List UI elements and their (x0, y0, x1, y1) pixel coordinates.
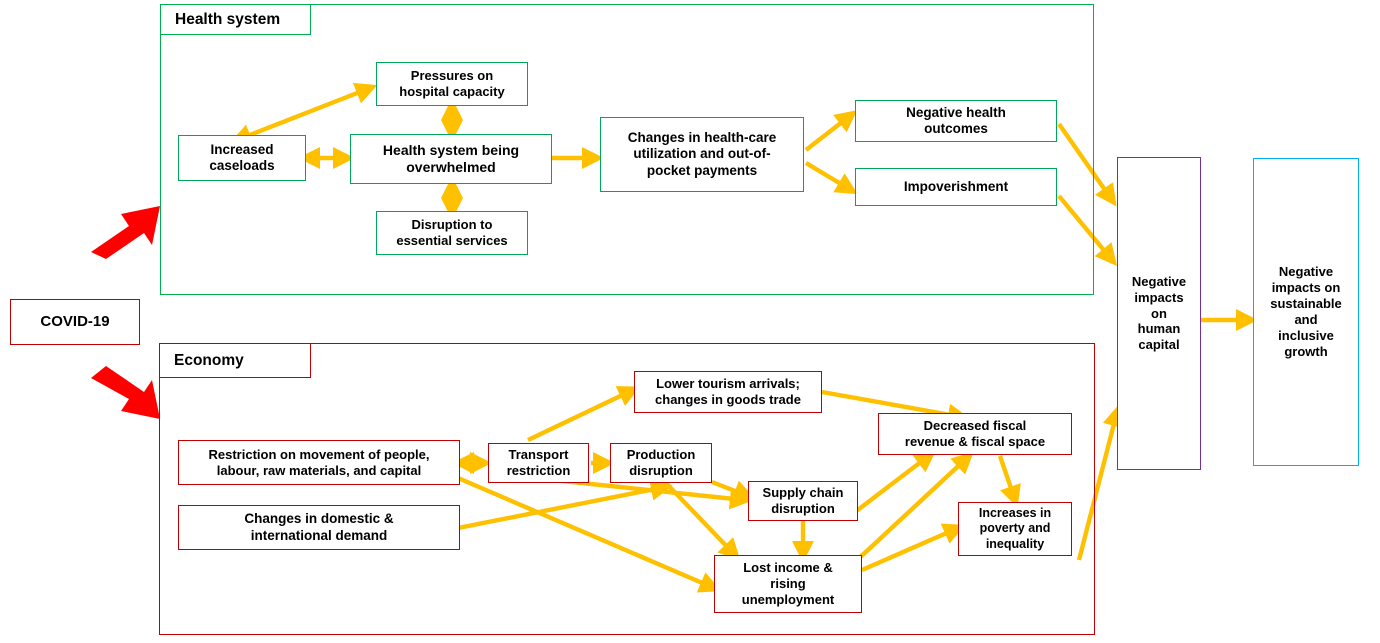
health-system-title: Health system (175, 10, 281, 28)
node-label: Lower tourism arrivals;changes in goods … (655, 376, 801, 407)
economy-title: Economy (174, 351, 244, 369)
covid-arrow-health (91, 206, 160, 259)
covid-arrow-economy (91, 366, 160, 419)
node-covid-19[interactable]: COVID-19 (10, 299, 140, 345)
node-label: Impoverishment (903, 178, 1009, 194)
economy-frame (159, 343, 1095, 635)
node-label: Changes in domestic &international deman… (244, 511, 394, 543)
node-lower-tourism-arrivals[interactable]: Lower tourism arrivals;changes in goods … (634, 371, 822, 413)
node-label: Restriction on movement of people,labour… (208, 446, 430, 478)
node-restriction-on-movement[interactable]: Restriction on movement of people,labour… (178, 440, 460, 485)
node-changes-in-demand[interactable]: Changes in domestic &international deman… (178, 505, 460, 550)
health-system-frame (160, 4, 1094, 295)
health-system-frame-label: Health system (160, 4, 311, 35)
node-impoverishment[interactable]: Impoverishment (855, 168, 1057, 206)
node-label: COVID-19 (40, 312, 110, 330)
economy-frame-label: Economy (159, 343, 311, 378)
